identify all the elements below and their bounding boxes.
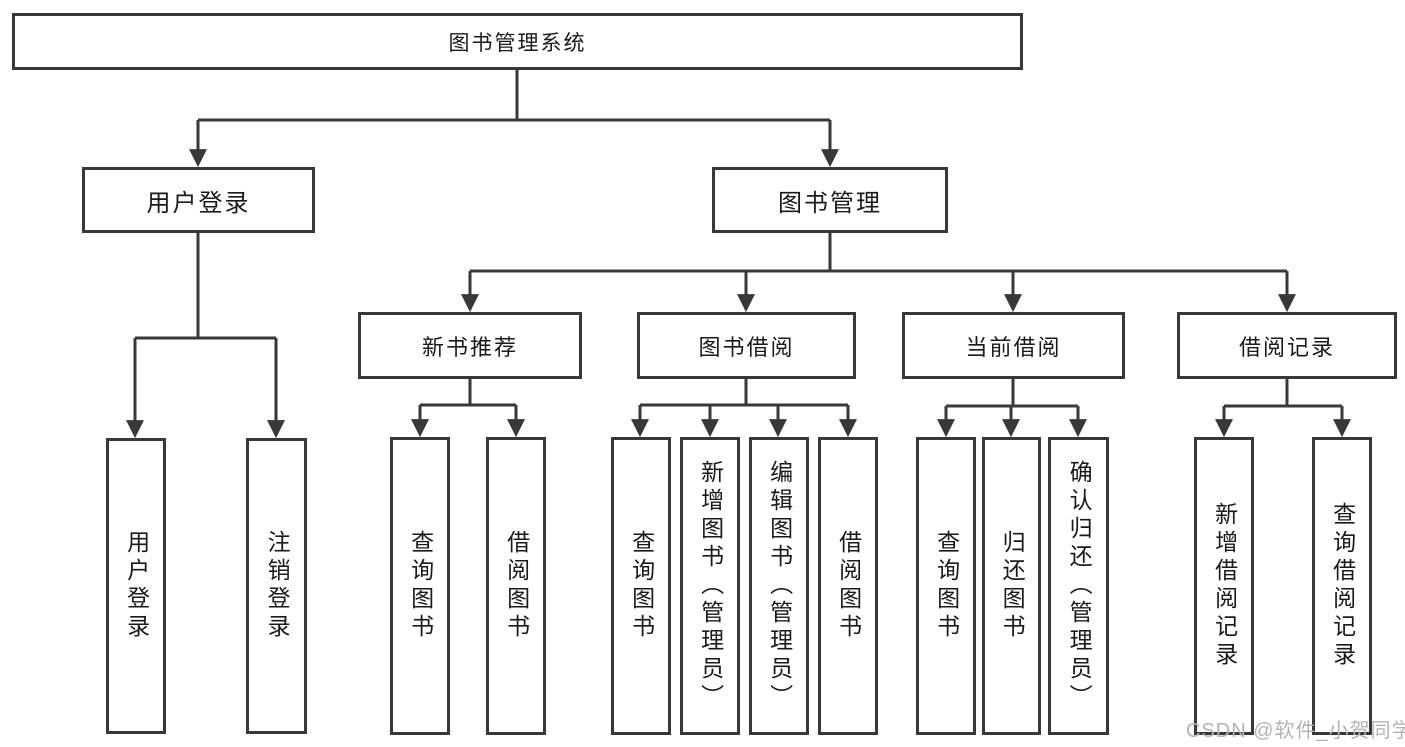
leaf-return-book: 归还图书 (982, 437, 1041, 735)
leaf-confirm-return-admin: 确认归还（管理员） (1048, 437, 1109, 735)
leaf-query-books-1: 查询图书 (390, 437, 450, 735)
node-new-book-recommend-label: 新书推荐 (421, 334, 518, 360)
node-borrow-records: 借阅记录 (1177, 312, 1397, 379)
node-book-management-label: 图书管理 (778, 189, 882, 217)
node-book-borrow: 图书借阅 (637, 312, 856, 379)
leaf-query-books-2: 查询图书 (611, 437, 671, 735)
leaf-logout-label: 注销登录 (264, 530, 291, 642)
leaf-borrow-books-1: 借阅图书 (486, 437, 546, 735)
node-root-label: 图书管理系统 (448, 31, 587, 55)
node-new-book-recommend: 新书推荐 (358, 312, 582, 379)
node-user-login: 用户登录 (82, 167, 315, 233)
leaf-user-login-label: 用户登录 (123, 530, 150, 642)
node-borrow-records-label: 借阅记录 (1238, 334, 1335, 360)
node-book-management: 图书管理 (712, 167, 948, 233)
leaf-logout: 注销登录 (246, 438, 307, 734)
node-book-borrow-label: 图书借阅 (698, 334, 795, 360)
leaf-edit-book-admin: 编辑图书（管理员） (749, 437, 809, 735)
leaf-add-book-admin: 新增图书（管理员） (680, 437, 740, 735)
leaf-edit-book-admin-label: 编辑图书（管理员） (766, 460, 793, 712)
leaf-borrow-books-2-label: 借阅图书 (835, 530, 862, 642)
leaf-return-book-label: 归还图书 (999, 530, 1026, 642)
leaf-confirm-return-admin-label: 确认归还（管理员） (1066, 460, 1093, 712)
node-root: 图书管理系统 (12, 13, 1023, 70)
node-current-borrow-label: 当前借阅 (965, 334, 1062, 360)
leaf-query-books-1-label: 查询图书 (407, 530, 434, 642)
leaf-query-borrow-record: 查询借阅记录 (1312, 437, 1372, 735)
leaf-add-borrow-record-label: 新增借阅记录 (1211, 502, 1238, 670)
leaf-query-books-3-label: 查询图书 (933, 530, 960, 642)
node-user-login-label: 用户登录 (146, 189, 251, 217)
leaf-borrow-books-1-label: 借阅图书 (503, 530, 530, 642)
leaf-add-borrow-record: 新增借阅记录 (1194, 437, 1254, 735)
leaf-user-login: 用户登录 (106, 438, 166, 734)
leaf-query-books-2-label: 查询图书 (628, 530, 655, 642)
watermark: CSDN @软件_小贺同学 (1186, 720, 1405, 742)
leaf-query-borrow-record-label: 查询借阅记录 (1329, 502, 1356, 670)
leaf-query-books-3: 查询图书 (916, 437, 976, 735)
leaf-borrow-books-2: 借阅图书 (818, 437, 878, 735)
node-current-borrow: 当前借阅 (902, 312, 1125, 379)
leaf-add-book-admin-label: 新增图书（管理员） (697, 460, 724, 712)
